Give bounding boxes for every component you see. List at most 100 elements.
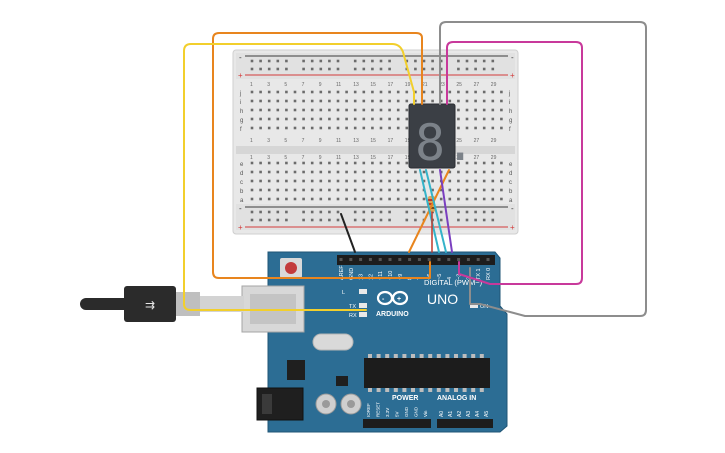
- breadboard-hole[interactable]: [259, 170, 262, 174]
- breadboard-hole[interactable]: [319, 99, 323, 103]
- breadboard-hole[interactable]: [362, 126, 366, 130]
- breadboard-hole[interactable]: [319, 179, 323, 183]
- rail-hole[interactable]: [465, 59, 469, 63]
- rail-hole[interactable]: [388, 67, 391, 71]
- breadboard-hole[interactable]: [293, 188, 297, 192]
- breadboard-hole[interactable]: [310, 108, 314, 112]
- breadboard-hole[interactable]: [465, 99, 469, 103]
- breadboard-hole[interactable]: [276, 161, 280, 165]
- rail-hole[interactable]: [362, 59, 366, 63]
- breadboard-hole[interactable]: [293, 126, 297, 130]
- breadboard-hole[interactable]: [439, 90, 443, 94]
- breadboard-hole[interactable]: [250, 161, 254, 165]
- breadboard-hole[interactable]: [414, 179, 417, 183]
- rail-hole[interactable]: [285, 218, 288, 222]
- breadboard-hole[interactable]: [336, 170, 340, 174]
- breadboard-hole[interactable]: [267, 126, 271, 130]
- breadboard-hole[interactable]: [414, 170, 417, 174]
- breadboard-hole[interactable]: [259, 108, 262, 112]
- breadboard-hole[interactable]: [396, 170, 400, 174]
- breadboard-hole[interactable]: [310, 126, 314, 130]
- breadboard-hole[interactable]: [345, 170, 348, 174]
- breadboard-hole[interactable]: [482, 179, 486, 183]
- breadboard-hole[interactable]: [310, 179, 314, 183]
- breadboard-hole[interactable]: [388, 161, 391, 165]
- breadboard-hole[interactable]: [482, 126, 486, 130]
- breadboard-hole[interactable]: [500, 126, 503, 130]
- breadboard-hole[interactable]: [293, 197, 297, 201]
- breadboard-hole[interactable]: [414, 197, 417, 201]
- breadboard-hole[interactable]: [448, 197, 452, 201]
- breadboard-hole[interactable]: [362, 117, 366, 121]
- digital-pin-socket[interactable]: [339, 258, 343, 261]
- breadboard-hole[interactable]: [328, 179, 331, 183]
- breadboard-hole[interactable]: [293, 90, 297, 94]
- breadboard-hole[interactable]: [396, 179, 400, 183]
- breadboard-hole[interactable]: [319, 188, 323, 192]
- breadboard-hole[interactable]: [259, 179, 262, 183]
- wire-purple[interactable]: [439, 169, 453, 253]
- breadboard-hole[interactable]: [388, 179, 391, 183]
- breadboard-hole[interactable]: [474, 117, 477, 121]
- breadboard-hole[interactable]: [250, 108, 254, 112]
- breadboard-hole[interactable]: [439, 197, 443, 201]
- breadboard-hole[interactable]: [276, 126, 280, 130]
- breadboard-hole[interactable]: [448, 188, 452, 192]
- breadboard-hole[interactable]: [285, 90, 288, 94]
- rail-hole[interactable]: [336, 59, 340, 63]
- breadboard-hole[interactable]: [345, 179, 348, 183]
- breadboard-hole[interactable]: [362, 99, 366, 103]
- breadboard-hole[interactable]: [422, 99, 426, 103]
- rail-hole[interactable]: [457, 210, 460, 214]
- breadboard-hole[interactable]: [500, 188, 503, 192]
- breadboard-hole[interactable]: [414, 90, 417, 94]
- rail-hole[interactable]: [276, 218, 280, 222]
- breadboard-hole[interactable]: [310, 197, 314, 201]
- breadboard-hole[interactable]: [310, 170, 314, 174]
- rail-hole[interactable]: [388, 210, 391, 214]
- breadboard-hole[interactable]: [465, 117, 469, 121]
- breadboard-hole[interactable]: [302, 197, 305, 201]
- breadboard-hole[interactable]: [379, 99, 383, 103]
- breadboard-hole[interactable]: [465, 197, 469, 201]
- breadboard-hole[interactable]: [302, 170, 305, 174]
- breadboard-hole[interactable]: [302, 179, 305, 183]
- breadboard-hole[interactable]: [328, 90, 331, 94]
- breadboard-hole[interactable]: [491, 99, 495, 103]
- breadboard-hole[interactable]: [285, 108, 288, 112]
- breadboard-hole[interactable]: [379, 108, 383, 112]
- rail-hole[interactable]: [319, 218, 323, 222]
- breadboard-hole[interactable]: [267, 188, 271, 192]
- breadboard-hole[interactable]: [310, 188, 314, 192]
- breadboard-hole[interactable]: [371, 99, 374, 103]
- breadboard-hole[interactable]: [328, 126, 331, 130]
- breadboard-hole[interactable]: [482, 197, 486, 201]
- breadboard-hole[interactable]: [431, 90, 434, 94]
- rail-hole[interactable]: [465, 218, 469, 222]
- breadboard-hole[interactable]: [353, 179, 357, 183]
- breadboard-hole[interactable]: [371, 188, 374, 192]
- breadboard-hole[interactable]: [259, 90, 262, 94]
- breadboard-hole[interactable]: [388, 188, 391, 192]
- rail-hole[interactable]: [482, 210, 486, 214]
- rail-hole[interactable]: [250, 210, 254, 214]
- breadboard-hole[interactable]: [439, 99, 443, 103]
- breadboard-hole[interactable]: [310, 161, 314, 165]
- rail-hole[interactable]: [302, 210, 305, 214]
- breadboard-hole[interactable]: [457, 126, 460, 130]
- usb-cable[interactable]: ⇉: [80, 286, 244, 322]
- breadboard-hole[interactable]: [250, 179, 254, 183]
- breadboard-hole[interactable]: [336, 161, 340, 165]
- breadboard-hole[interactable]: [345, 126, 348, 130]
- breadboard-hole[interactable]: [457, 197, 460, 201]
- breadboard-hole[interactable]: [474, 126, 477, 130]
- digital-pin-socket[interactable]: [427, 258, 431, 261]
- rail-hole[interactable]: [431, 67, 434, 71]
- breadboard-hole[interactable]: [319, 170, 323, 174]
- breadboard-hole[interactable]: [448, 90, 452, 94]
- breadboard-hole[interactable]: [396, 197, 400, 201]
- breadboard-hole[interactable]: [388, 197, 391, 201]
- breadboard-hole[interactable]: [431, 188, 434, 192]
- breadboard-hole[interactable]: [396, 188, 400, 192]
